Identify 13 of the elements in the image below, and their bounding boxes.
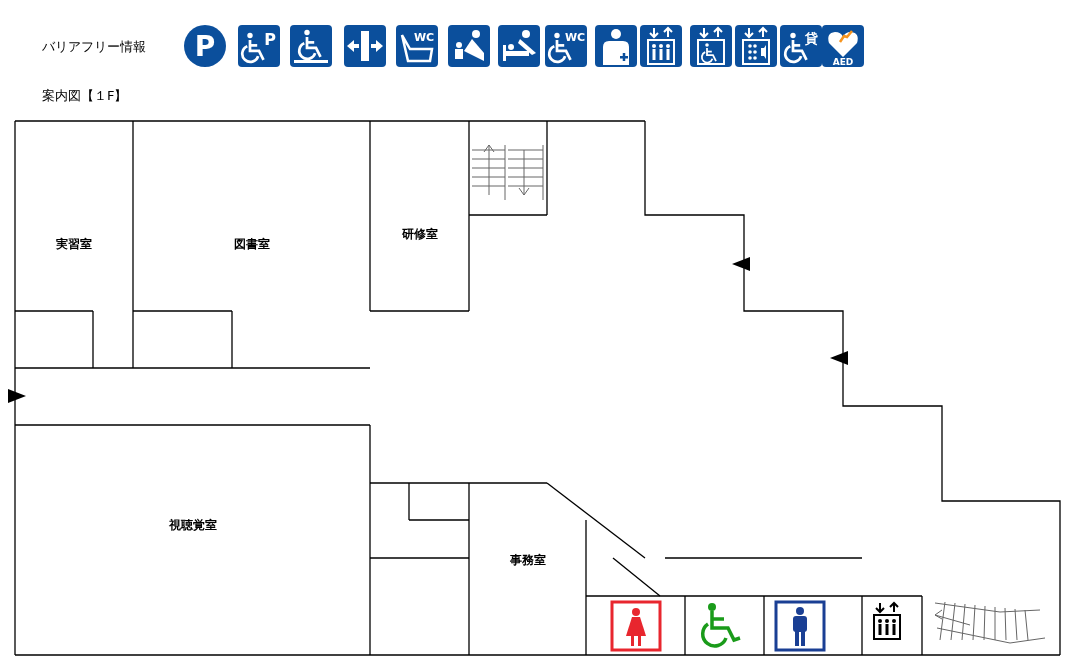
room-label: 視聴覚室 — [168, 516, 217, 534]
room-label: 事務室 — [509, 552, 546, 569]
accessible-toilet-icon: WC — [545, 25, 587, 67]
room-label: 図書室 — [233, 236, 270, 253]
room-label: 研修室 — [401, 225, 438, 243]
parking-icon: P — [184, 25, 226, 67]
heading-text: 案内図【１F】 — [42, 87, 128, 105]
toilet-icon: WC — [396, 25, 438, 67]
heading-text: バリアフリー情報 — [42, 38, 146, 56]
wheelchair-rental-icon: 貸 — [780, 25, 822, 67]
accessible-parking-icon: P — [238, 25, 280, 67]
aed-icon: AED — [822, 25, 864, 67]
room-label: 実習室 — [56, 236, 92, 253]
